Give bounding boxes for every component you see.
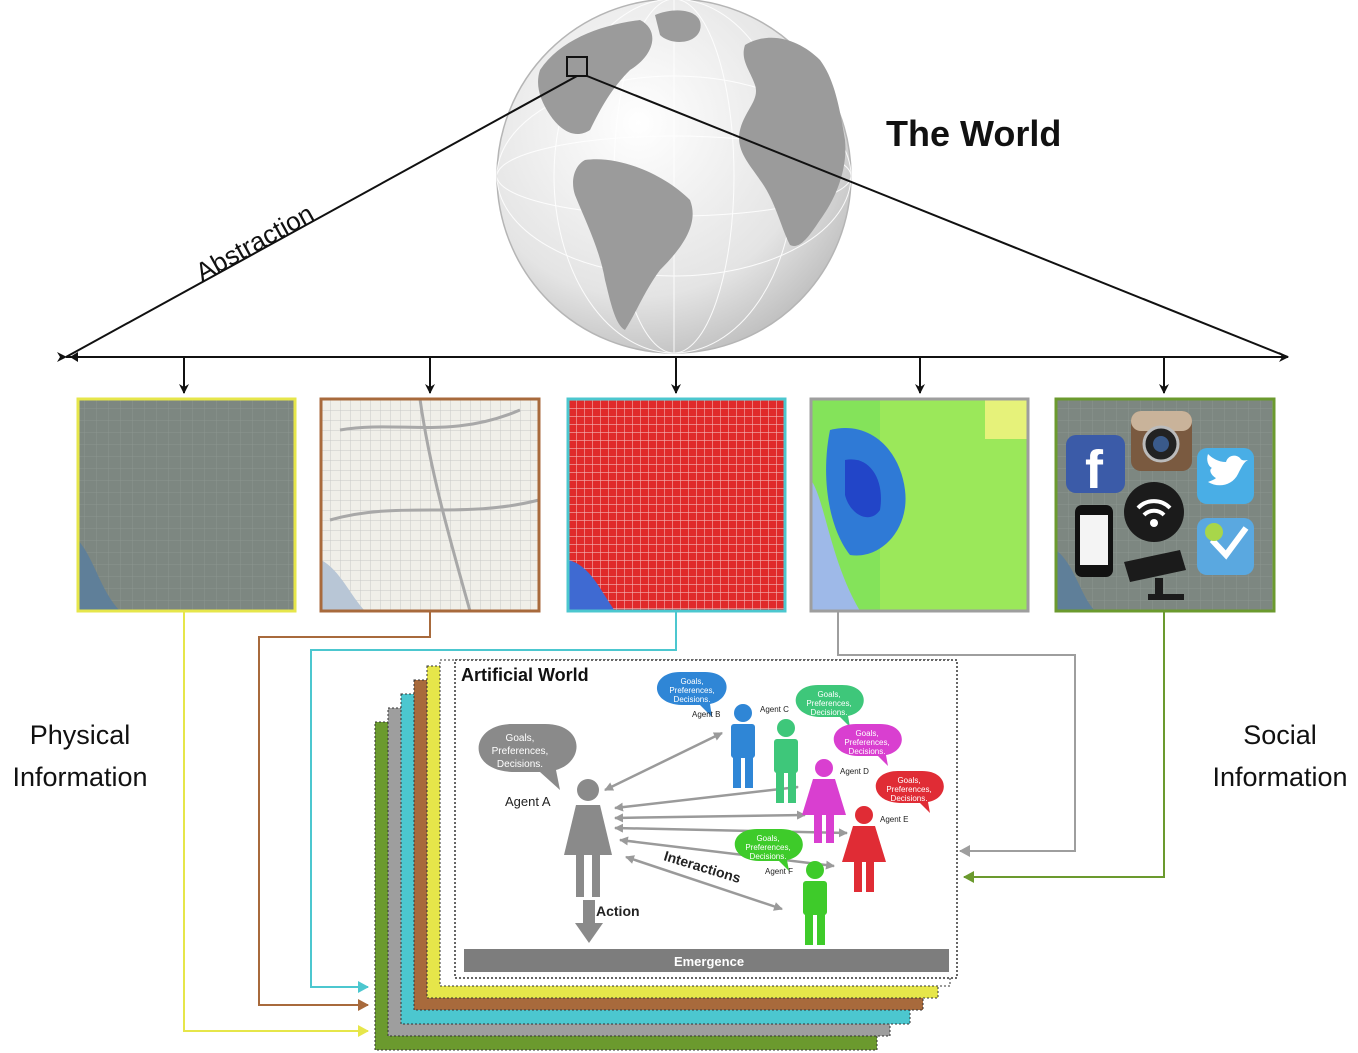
street-map-panel [321, 399, 539, 611]
social-information-label-line2: Information [1212, 762, 1347, 792]
instagram-icon [1131, 411, 1192, 471]
svg-text:f: f [1085, 440, 1104, 500]
artificial-world-title: Artificial World [461, 665, 589, 685]
bubble-c-line2: Preferences, [806, 699, 851, 708]
foursquare-icon [1197, 518, 1254, 575]
bubble-e-line3: Decisions. [891, 794, 928, 803]
bubble-b-line3: Decisions. [674, 695, 711, 704]
agent-e-name: Agent E [880, 815, 908, 824]
agent-f-name: Agent F [765, 867, 793, 876]
bubble-e-line2: Preferences, [886, 785, 931, 794]
twitter-icon [1197, 448, 1254, 504]
action-label: Action [596, 903, 640, 919]
bubble-e-line1: Goals, [897, 776, 920, 785]
agent-c-name: Agent C [760, 705, 789, 714]
bubble-d-line1: Goals, [855, 729, 878, 738]
facebook-icon: f [1066, 435, 1125, 500]
bubble-c-line3: Decisions. [811, 708, 848, 717]
land-use-map-panel [568, 399, 785, 611]
bubble-b-line2: Preferences, [669, 686, 714, 695]
wifi-icon [1124, 482, 1184, 542]
agent-a-name: Agent A [505, 794, 551, 809]
agent-d-name: Agent D [840, 767, 869, 776]
emergence-label: Emergence [674, 954, 744, 969]
bubble-f-line2: Preferences, [745, 843, 790, 852]
abstraction-label: Abstraction [190, 198, 318, 287]
bubble-f-line1: Goals, [756, 834, 779, 843]
the-world-title: The World [886, 113, 1061, 154]
physical-information-label-line1: Physical [30, 720, 131, 750]
bubble-f-line3: Decisions. [750, 852, 787, 861]
bubble-a-line3: Decisions. [497, 759, 543, 770]
bubble-d-line2: Preferences, [844, 738, 889, 747]
smartphone-icon [1075, 505, 1113, 577]
social-information-label-line1: Social [1243, 720, 1317, 750]
globe [497, 0, 851, 353]
bubble-a-line2: Preferences, [492, 746, 549, 757]
bubble-c-line1: Goals, [817, 690, 840, 699]
physical-information-label-line2: Information [12, 762, 147, 792]
social-media-panel: f [1056, 399, 1274, 611]
satellite-map-panel [78, 399, 295, 611]
agent-b-name: Agent B [692, 710, 720, 719]
bubble-d-line3: Decisions. [849, 747, 886, 756]
choropleth-map-panel [811, 399, 1028, 611]
bubble-a-line1: Goals, [506, 733, 535, 744]
bubble-b-line1: Goals, [680, 677, 703, 686]
